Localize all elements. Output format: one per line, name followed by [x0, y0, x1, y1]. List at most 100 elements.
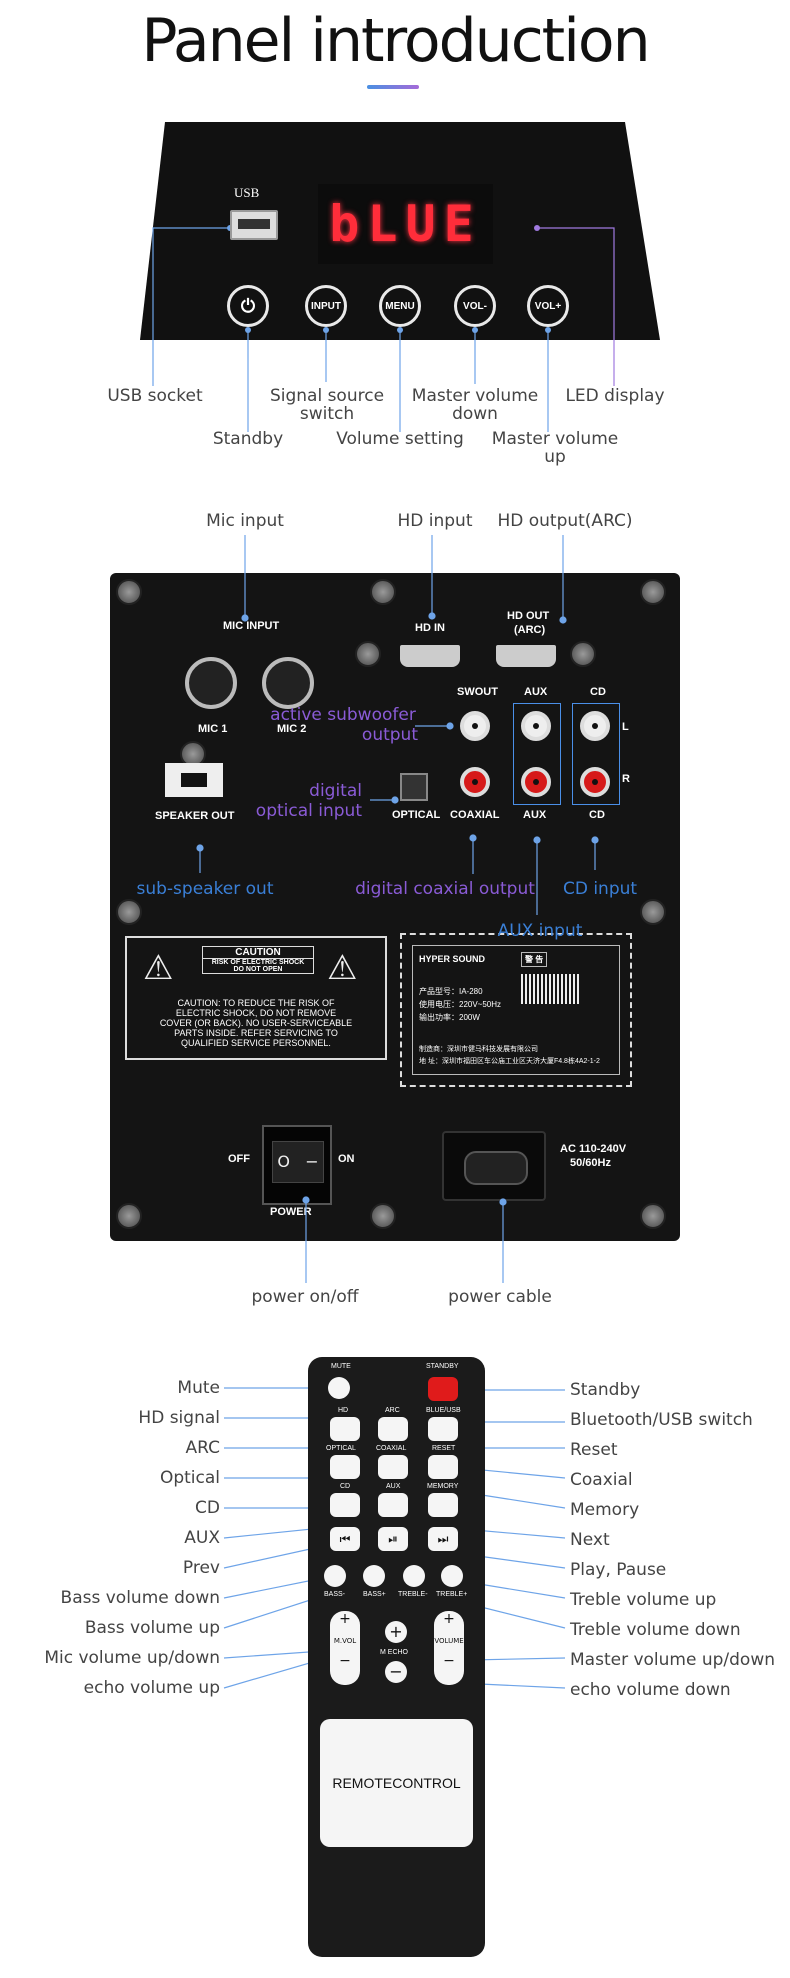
bluetooth-usb-button[interactable] [428, 1417, 458, 1441]
memory-button[interactable] [428, 1493, 458, 1517]
coaxial-jack[interactable] [460, 767, 490, 797]
r-print: R [622, 773, 630, 785]
coaxial-print: COAXIAL [450, 809, 500, 821]
caution-text-line: COVER (OR BACK). NO USER-SERVICEABLE [159, 1018, 353, 1028]
input-button[interactable]: INPUT [305, 285, 347, 327]
caution-text-line: PARTS INSIDE. REFER SERVICING TO [174, 1028, 338, 1038]
led-display: bLUE [318, 184, 493, 264]
remote-label-left: ARC [185, 1438, 220, 1458]
screw [116, 579, 142, 605]
label-master-down-2: down [452, 404, 498, 424]
optical-print: OPTICAL [392, 809, 441, 821]
label-subwoofer-1: active subwoofer [270, 705, 416, 725]
title-underline [367, 85, 419, 89]
remote-label-left: HD signal [138, 1408, 220, 1428]
mic2-print: MIC 2 [277, 723, 307, 735]
bass-minus-button[interactable] [324, 1565, 346, 1587]
bass-plus-button[interactable] [363, 1565, 385, 1587]
master-volume-rocker[interactable]: + VOLUME − [434, 1611, 464, 1685]
echo-up-button[interactable]: + [385, 1621, 407, 1643]
hdmi-arc-port[interactable] [496, 645, 556, 667]
label-aux-input: AUX input [497, 921, 583, 941]
aux-button[interactable] [378, 1493, 408, 1517]
vol-up-button[interactable]: VOL+ [527, 285, 569, 327]
led-text: bLUE [329, 195, 482, 253]
label-signal-source-1: Signal source [269, 386, 385, 406]
mic1-jack[interactable] [185, 657, 237, 709]
remote-label-right: Standby [570, 1380, 641, 1400]
remote-label-right: Master volume up/down [570, 1650, 776, 1670]
bluetooth-usb-print: BLUE/USB [426, 1407, 461, 1414]
label-led-display: LED display [565, 386, 665, 406]
coaxial-button[interactable] [378, 1455, 408, 1479]
page-title: Panel introduction [141, 6, 650, 76]
label-master-up-2: up [544, 447, 566, 467]
caution-label: ⚠ ⚠ CAUTION RISK OF ELECTRIC SHOCK DO NO… [125, 936, 387, 1060]
vol-down-button[interactable]: VOL- [454, 285, 496, 327]
hdmi-in-port[interactable] [400, 645, 460, 667]
usb-print: USB [234, 185, 260, 200]
treble-plus-button[interactable] [441, 1565, 463, 1587]
remote-label-left: Prev [182, 1558, 220, 1578]
power-icon: ⏻ [240, 295, 256, 316]
ac-inlet[interactable] [442, 1131, 546, 1201]
remote-label-right: Treble volume up [570, 1590, 717, 1610]
maker-print: 制造商：深圳市健马科技发展有限公司 [419, 1046, 538, 1053]
rating-label: HYPER SOUND 警 告 产品型号：IA-280 使用电压：220V~50… [400, 933, 632, 1087]
standby-remote-button[interactable] [428, 1377, 458, 1401]
power-switch[interactable]: O − [262, 1125, 332, 1205]
label-power-onoff: power on/off [251, 1287, 359, 1307]
mic-volume-rocker[interactable]: + M.VOL − [330, 1611, 360, 1685]
aux-print: AUX [524, 686, 548, 698]
treble-minus-button[interactable] [403, 1565, 425, 1587]
menu-button[interactable]: MENU [379, 285, 421, 327]
address-print: 地 址：深圳市福田区车公庙工业区天济大厦F4.8栋4A2-1-2 [419, 1058, 600, 1065]
play-pause-button[interactable]: ⏯ [378, 1527, 408, 1551]
mecho-print: M ECHO [380, 1649, 408, 1656]
remote-label-right: echo volume down [570, 1680, 731, 1700]
volume-print: VOLUME [434, 1637, 464, 1645]
next-button[interactable]: ⏭ [428, 1527, 458, 1551]
mvol-print: M.VOL [333, 1637, 357, 1645]
screw [640, 899, 666, 925]
screw [116, 899, 142, 925]
optical-button[interactable] [330, 1455, 360, 1479]
mvol-plus: + [339, 1611, 351, 1627]
aux-l-jack[interactable] [521, 711, 551, 741]
remote-label-right: Bluetooth/USB switch [570, 1410, 753, 1430]
prev-icon: ⏮ [339, 1532, 351, 1546]
do-not-open-text: DO NOT OPEN [233, 966, 283, 973]
standby-button[interactable]: ⏻ [227, 285, 269, 327]
reset-button[interactable] [428, 1455, 458, 1479]
optical-port[interactable] [400, 773, 428, 801]
remote-label-left: AUX [184, 1528, 220, 1548]
cd-r-jack[interactable] [580, 767, 610, 797]
prev-button[interactable]: ⏮ [330, 1527, 360, 1551]
remote-label-right: Memory [570, 1500, 640, 1520]
screw [570, 641, 596, 667]
remote-label-left: Bass volume up [84, 1618, 220, 1638]
label-usb-socket: USB socket [107, 386, 203, 406]
caution-text-line: ELECTRIC SHOCK, DO NOT REMOVE [175, 1008, 337, 1018]
remote-label-left: CD [195, 1498, 220, 1518]
hd-button[interactable] [330, 1417, 360, 1441]
label-hd-output: HD output(ARC) [497, 511, 633, 531]
mute-button[interactable] [328, 1377, 350, 1399]
remote-label-right: Coaxial [570, 1470, 633, 1490]
arc-button[interactable] [378, 1417, 408, 1441]
aux-r-jack[interactable] [521, 767, 551, 797]
echo-down-button[interactable]: − [385, 1661, 407, 1683]
mic2-jack[interactable] [262, 657, 314, 709]
speaker-out-socket[interactable] [165, 763, 223, 797]
hd-out-print-1: HD OUT [507, 610, 550, 622]
screw [116, 1203, 142, 1229]
remote-label-right: Next [570, 1530, 610, 1550]
cd-button[interactable] [330, 1493, 360, 1517]
mic-input-print: MIC INPUT [223, 620, 280, 632]
off-print: OFF [228, 1153, 250, 1165]
arc-print: ARC [385, 1407, 400, 1414]
usb-socket[interactable] [230, 210, 278, 240]
label-subwoofer-2: output [361, 725, 418, 745]
swout-jack[interactable] [460, 711, 490, 741]
cd-l-jack[interactable] [580, 711, 610, 741]
